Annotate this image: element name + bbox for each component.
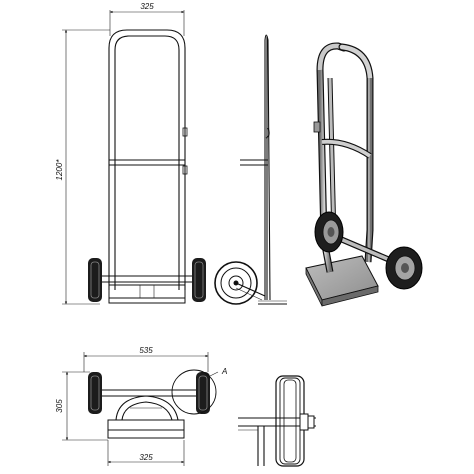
- plan-base-width-dimension: 325: [107, 440, 185, 466]
- plan-right-wheel: [196, 372, 210, 414]
- isometric-view: [305, 42, 423, 307]
- plan-view: 535 305 325: [55, 346, 227, 466]
- front-frame: [96, 29, 198, 304]
- detail-callout: A: [171, 367, 227, 415]
- side-view: [214, 34, 287, 305]
- plan-base-width-label: 325: [139, 453, 153, 462]
- front-width-label: 325: [140, 2, 154, 11]
- front-height-label: 1200*: [55, 159, 64, 181]
- iso-right-wheel: [385, 246, 423, 290]
- plan-left-wheel: [88, 372, 102, 414]
- front-view: 325 1200*: [55, 2, 206, 305]
- front-height-dimension: 1200*: [55, 29, 110, 305]
- front-right-wheel: [192, 258, 206, 302]
- plan-overall-width-dimension: 535: [83, 346, 209, 372]
- plan-overall-width-label: 535: [139, 346, 153, 355]
- detail-callout-label: A: [221, 367, 227, 376]
- detail-a-view: [238, 375, 316, 467]
- plan-depth-dimension: 305: [55, 371, 108, 441]
- plan-depth-label: 305: [55, 399, 64, 413]
- side-wheel: [214, 261, 266, 305]
- iso-left-wheel: [314, 211, 344, 253]
- front-left-wheel: [88, 258, 102, 302]
- front-width-dimension: 325: [109, 2, 185, 36]
